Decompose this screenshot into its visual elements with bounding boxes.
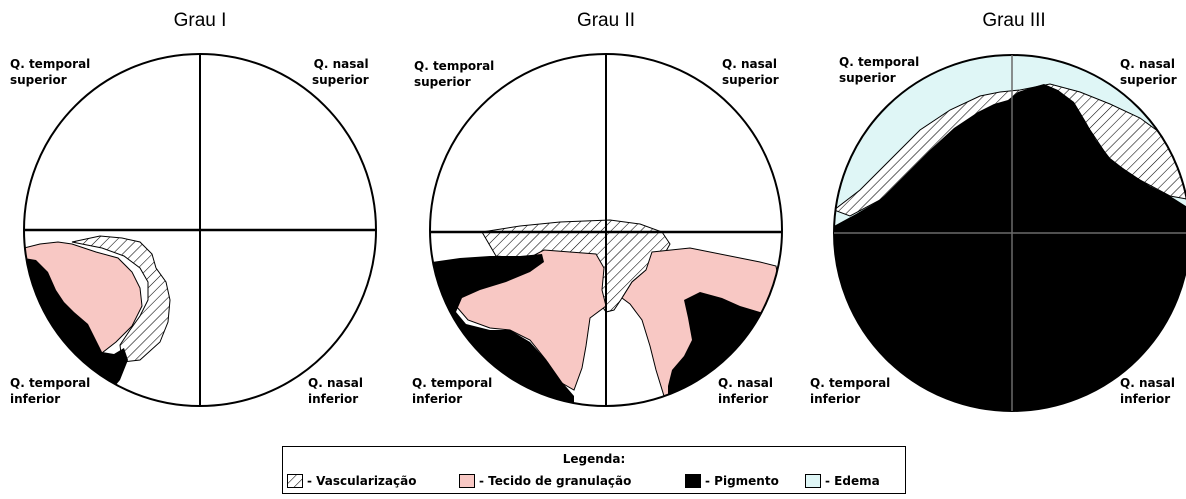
panel-title: Grau I [100,10,300,32]
legend-item-pigment: - Pigmento [685,473,779,489]
diagram-svg [0,0,1186,440]
legend-label: - Pigmento [705,474,779,488]
legend: Legenda: - Vascularização - Tecido de gr… [282,446,906,494]
panel-grau-1 [24,54,376,406]
legend-item-granulation: - Tecido de granulação [459,473,631,489]
black-swatch-icon [685,474,701,488]
legend-item-edema: - Edema [805,473,880,489]
panel-title: Grau III [914,10,1114,32]
legend-label: - Vascularização [307,474,416,488]
panel-grau-3 [834,55,1186,420]
panel-grau-2 [430,54,782,410]
pink-swatch-icon [459,474,475,488]
legend-label: - Tecido de granulação [479,474,631,488]
cyan-swatch-icon [805,474,821,488]
legend-label: - Edema [825,474,880,488]
hatch-swatch-icon [287,474,303,488]
legend-item-vascularization: - Vascularização [287,473,416,489]
panel-title: Grau II [506,10,706,32]
legend-title: Legenda: [283,452,905,466]
